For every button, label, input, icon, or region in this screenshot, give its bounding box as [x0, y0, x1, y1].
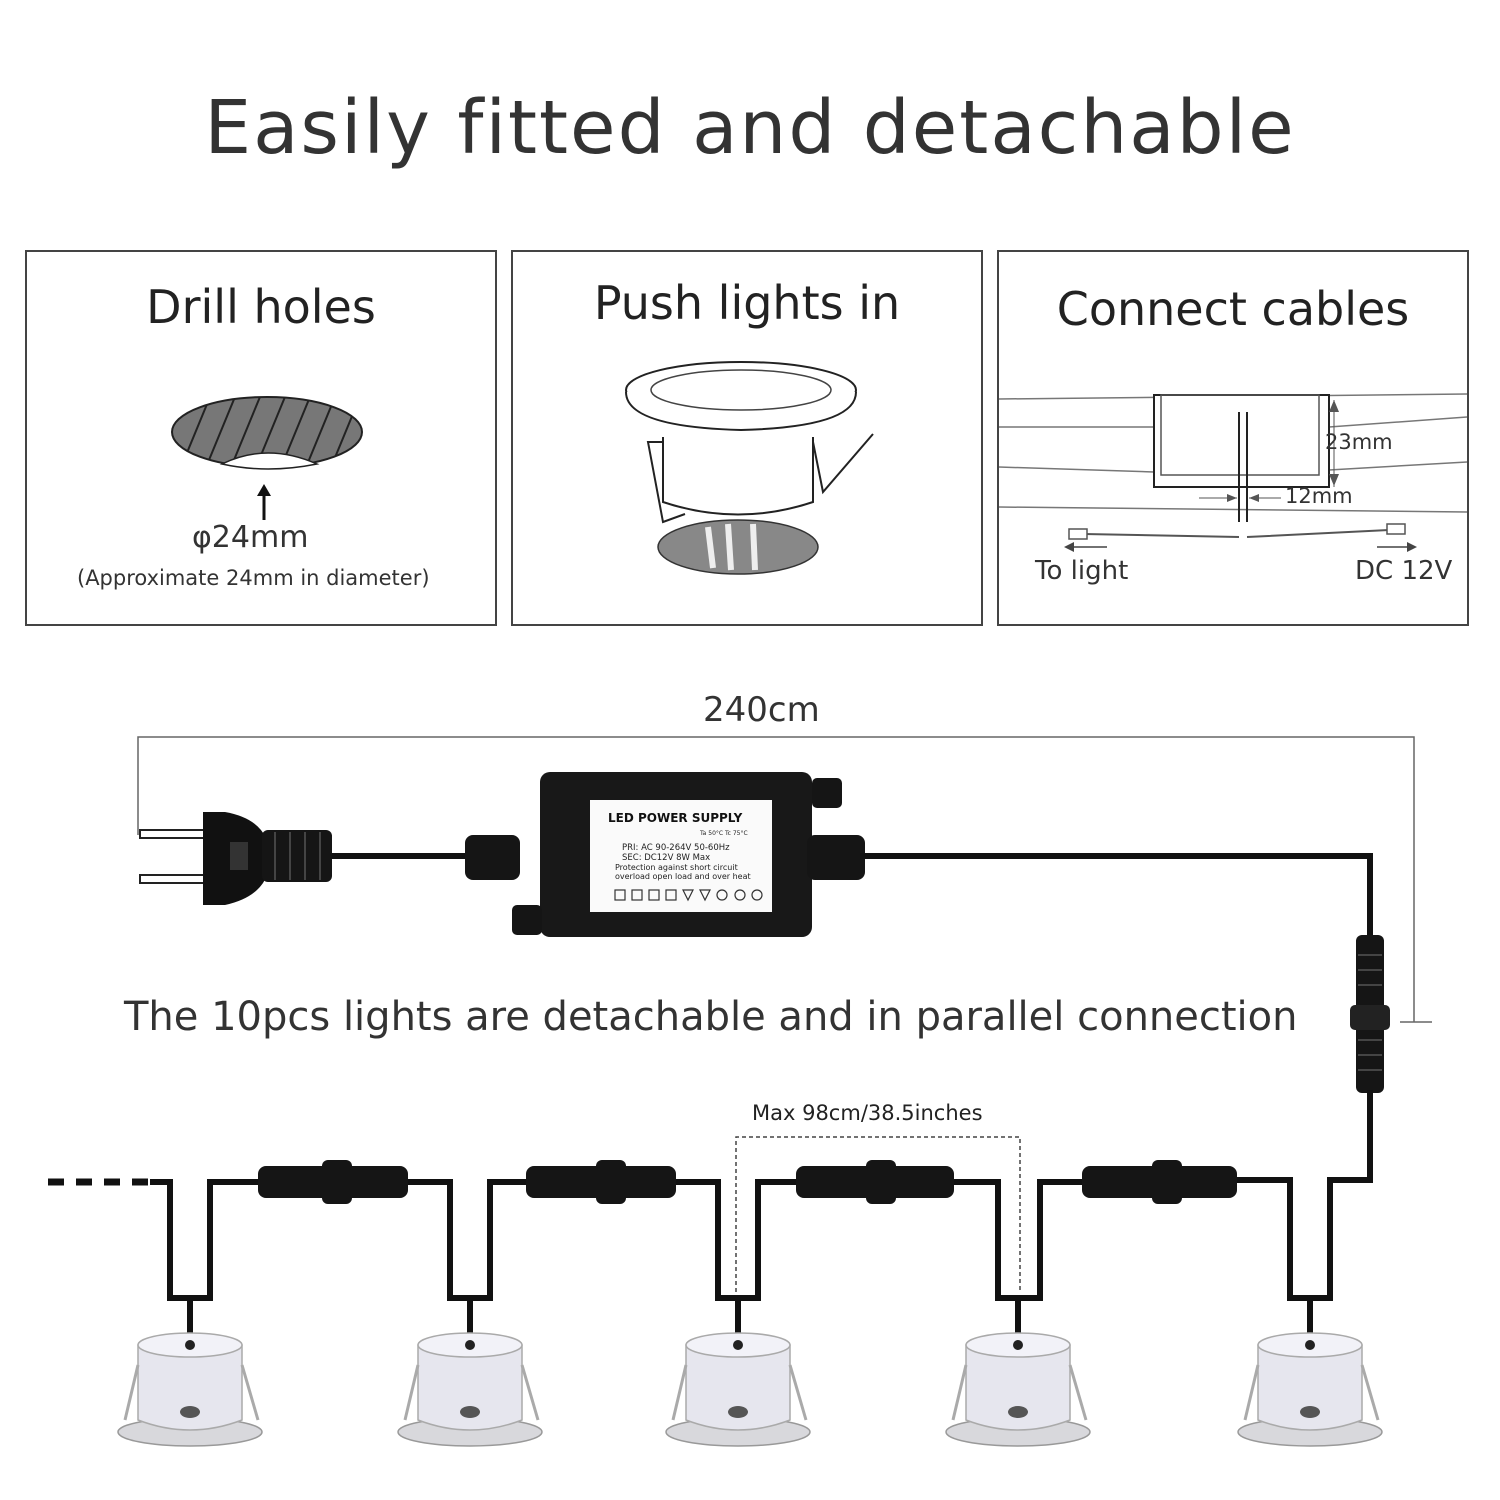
hole-note-label: (Approximate 24mm in diameter)	[77, 566, 430, 590]
drill-hole-illustration	[171, 396, 363, 520]
step-panel-push-lights: Push lights in	[511, 250, 983, 626]
power-plug	[139, 812, 332, 905]
led-light-4	[945, 1332, 1091, 1447]
step-title-push-lights: Push lights in	[593, 276, 901, 330]
spacing-label: Max 98cm/38.5inches	[752, 1101, 983, 1125]
psu-prot1: Protection against short circuit	[615, 863, 738, 872]
led-light-5	[1237, 1332, 1383, 1447]
led-light-fixtures	[117, 1332, 1383, 1447]
psu-sec: SEC: DC12V 8W Max	[622, 853, 710, 863]
inline-connectors	[258, 1160, 1237, 1204]
led-light-2	[397, 1332, 543, 1447]
step-title-connect-cables: Connect cables	[1056, 282, 1410, 336]
connect-cables-illustration	[999, 393, 1467, 552]
dc-12v-label: DC 12V	[1355, 556, 1453, 586]
push-light-illustration	[625, 361, 874, 575]
spacing-bracket	[735, 1136, 1021, 1292]
psu-pri: PRI: AC 90-264V 50-60Hz	[622, 843, 730, 853]
step-panel-drill-holes: Drill holes φ24mm (Approximate 24mm in d…	[25, 250, 497, 626]
step-panel-connect-cables: Connect cables 23mm 12mm To light DC 12V	[997, 250, 1469, 626]
psu-prot2: overload open load and over heat	[615, 872, 751, 881]
led-light-3	[665, 1332, 811, 1447]
hole-size-label: φ24mm	[192, 520, 309, 555]
psu-title: LED POWER SUPPLY	[608, 811, 743, 825]
depth-label: 23mm	[1325, 430, 1393, 454]
psu-temp: Ta 50°C Tc 75°C	[699, 830, 748, 837]
step-title-drill-holes: Drill holes	[146, 280, 376, 334]
led-power-supply	[465, 772, 865, 937]
width-label: 12mm	[1285, 484, 1353, 508]
parallel-connection-caption: The 10pcs lights are detachable and in p…	[124, 994, 1298, 1040]
total-length-bracket	[137, 736, 1415, 1022]
page-title: Easily fitted and detachable	[204, 85, 1296, 171]
to-light-label: To light	[1035, 556, 1129, 586]
led-light-1	[117, 1332, 263, 1447]
total-length-label: 240cm	[703, 690, 820, 730]
psu-cert-icons	[614, 889, 763, 902]
